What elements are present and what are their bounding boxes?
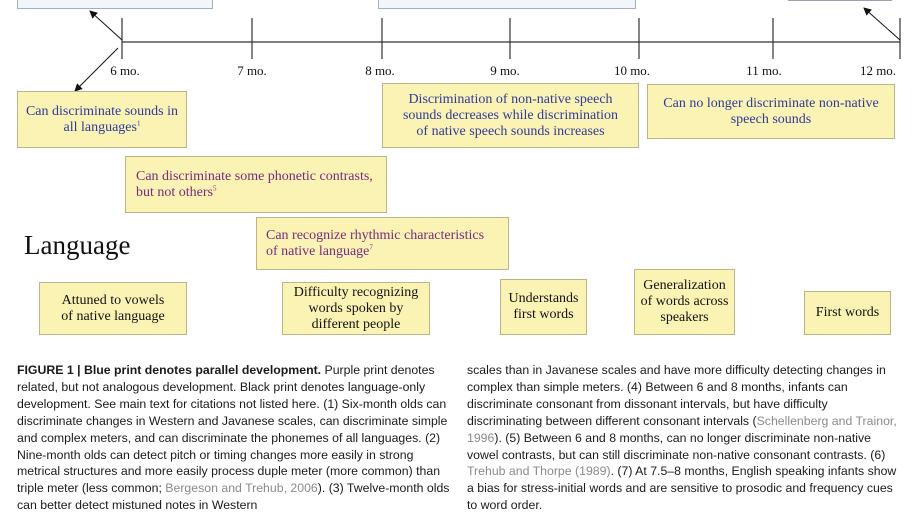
- box-text-line: Understands: [508, 291, 579, 306]
- box-rhythmic-characteristics: Can recognize rhythmic characteristics o…: [256, 217, 509, 270]
- tick-label-8mo: 8 mo.: [365, 63, 395, 78]
- timeline-axis: [74, 7, 901, 92]
- arrow-top-right: [863, 7, 901, 41]
- caption-text: . (7) At 7.5–8 months, English speaking …: [467, 464, 897, 513]
- box-text-line: of words across: [640, 294, 729, 309]
- box-discriminate-all-languages: Can discriminate sounds in all languages…: [17, 91, 187, 148]
- box-text-line: Can recognize rhythmic characteristics: [266, 227, 485, 243]
- box-text-line: First words: [815, 305, 880, 320]
- box-text-line: speech sounds: [730, 111, 812, 127]
- box-understands-first-words: Understands first words: [500, 279, 587, 335]
- box-text-line: Difficulty recognizing: [293, 284, 419, 300]
- box-text-line: first words: [513, 307, 574, 322]
- timeline-ticks: [121, 18, 901, 59]
- caption-text: ). (5) Between 6 and 8 months, can no lo…: [467, 430, 886, 462]
- citation-link[interactable]: Bergeson and Trehub, 2006: [165, 481, 318, 496]
- tick-label-11mo: 11 mo.: [746, 63, 782, 78]
- box-first-words: First words: [804, 291, 891, 335]
- box-text-line: Discrimination of non-native speech: [408, 91, 613, 107]
- box-difficulty-recognizing-words: Difficulty recognizing words spoken by d…: [282, 282, 430, 335]
- tick-label-9mo: 9 mo.: [490, 63, 520, 78]
- citation-ref: 5: [213, 183, 217, 192]
- figure-caption-left: FIGURE 1 | Blue print denotes parallel d…: [17, 362, 453, 514]
- box-text-line: words spoken by: [308, 300, 404, 316]
- figure-caption-right: scales than in Javanese scales and have …: [467, 362, 899, 514]
- box-text-line: all languages: [63, 119, 137, 135]
- box-non-native-discrimination-decreases: Discrimination of non-native speech soun…: [382, 83, 639, 148]
- box-generalization-of-words: Generalization of words across speakers: [634, 269, 735, 335]
- box-text-line: but not others: [136, 184, 213, 200]
- box-text-line: of native speech sounds increases: [416, 123, 605, 139]
- pointer-arrows: [74, 7, 901, 92]
- citation-ref: 1: [136, 118, 141, 127]
- caption-text: Purple print denotes related, but not an…: [17, 363, 448, 496]
- top-cropped-line-right: [788, 0, 892, 1]
- box-text-line: sounds decreases while discrimination: [402, 107, 618, 123]
- box-text-line: of native language: [266, 243, 370, 259]
- box-text-line: of native language: [61, 308, 165, 324]
- box-text-line: Can discriminate sounds in: [25, 103, 179, 119]
- box-attuned-to-vowels: Attuned to vowels of native language: [39, 282, 187, 335]
- tick-label-6mo: 6 mo.: [110, 63, 140, 78]
- box-no-longer-discriminate: Can no longer discriminate non-native sp…: [647, 84, 895, 139]
- tick-label-10mo: 10 mo.: [613, 63, 651, 78]
- citation-link[interactable]: Schellenberg and Trainor, 1996: [467, 413, 897, 445]
- box-text-line: Can discriminate some phonetic contrasts…: [136, 168, 373, 184]
- top-cropped-box-left: [17, 0, 213, 9]
- box-text-line: Generalization: [643, 278, 726, 293]
- box-text-line: speakers: [660, 310, 709, 325]
- box-text-line: Attuned to vowels: [61, 292, 165, 308]
- arrow-to-first-box: [74, 47, 119, 92]
- top-cropped-box-center: [378, 0, 636, 9]
- caption-text: ). (3) Twelve-month olds can better dete…: [17, 481, 450, 513]
- citation-link[interactable]: Trehub and Thorpe (1989): [467, 464, 611, 479]
- box-text-line: different people: [311, 316, 401, 332]
- tick-label-12mo: 12 mo.: [859, 63, 897, 78]
- arrow-top-left: [89, 10, 123, 41]
- box-some-phonetic-contrasts: Can discriminate some phonetic contrasts…: [125, 156, 387, 213]
- section-title-language: Language: [24, 230, 131, 260]
- citation-ref: 7: [369, 242, 373, 251]
- caption-text: scales than in Javanese scales and have …: [467, 363, 886, 428]
- caption-label: FIGURE 1 | Blue print denotes parallel d…: [17, 363, 322, 377]
- tick-label-7mo: 7 mo.: [237, 63, 267, 78]
- box-text-line: Can no longer discriminate non-native: [663, 95, 879, 111]
